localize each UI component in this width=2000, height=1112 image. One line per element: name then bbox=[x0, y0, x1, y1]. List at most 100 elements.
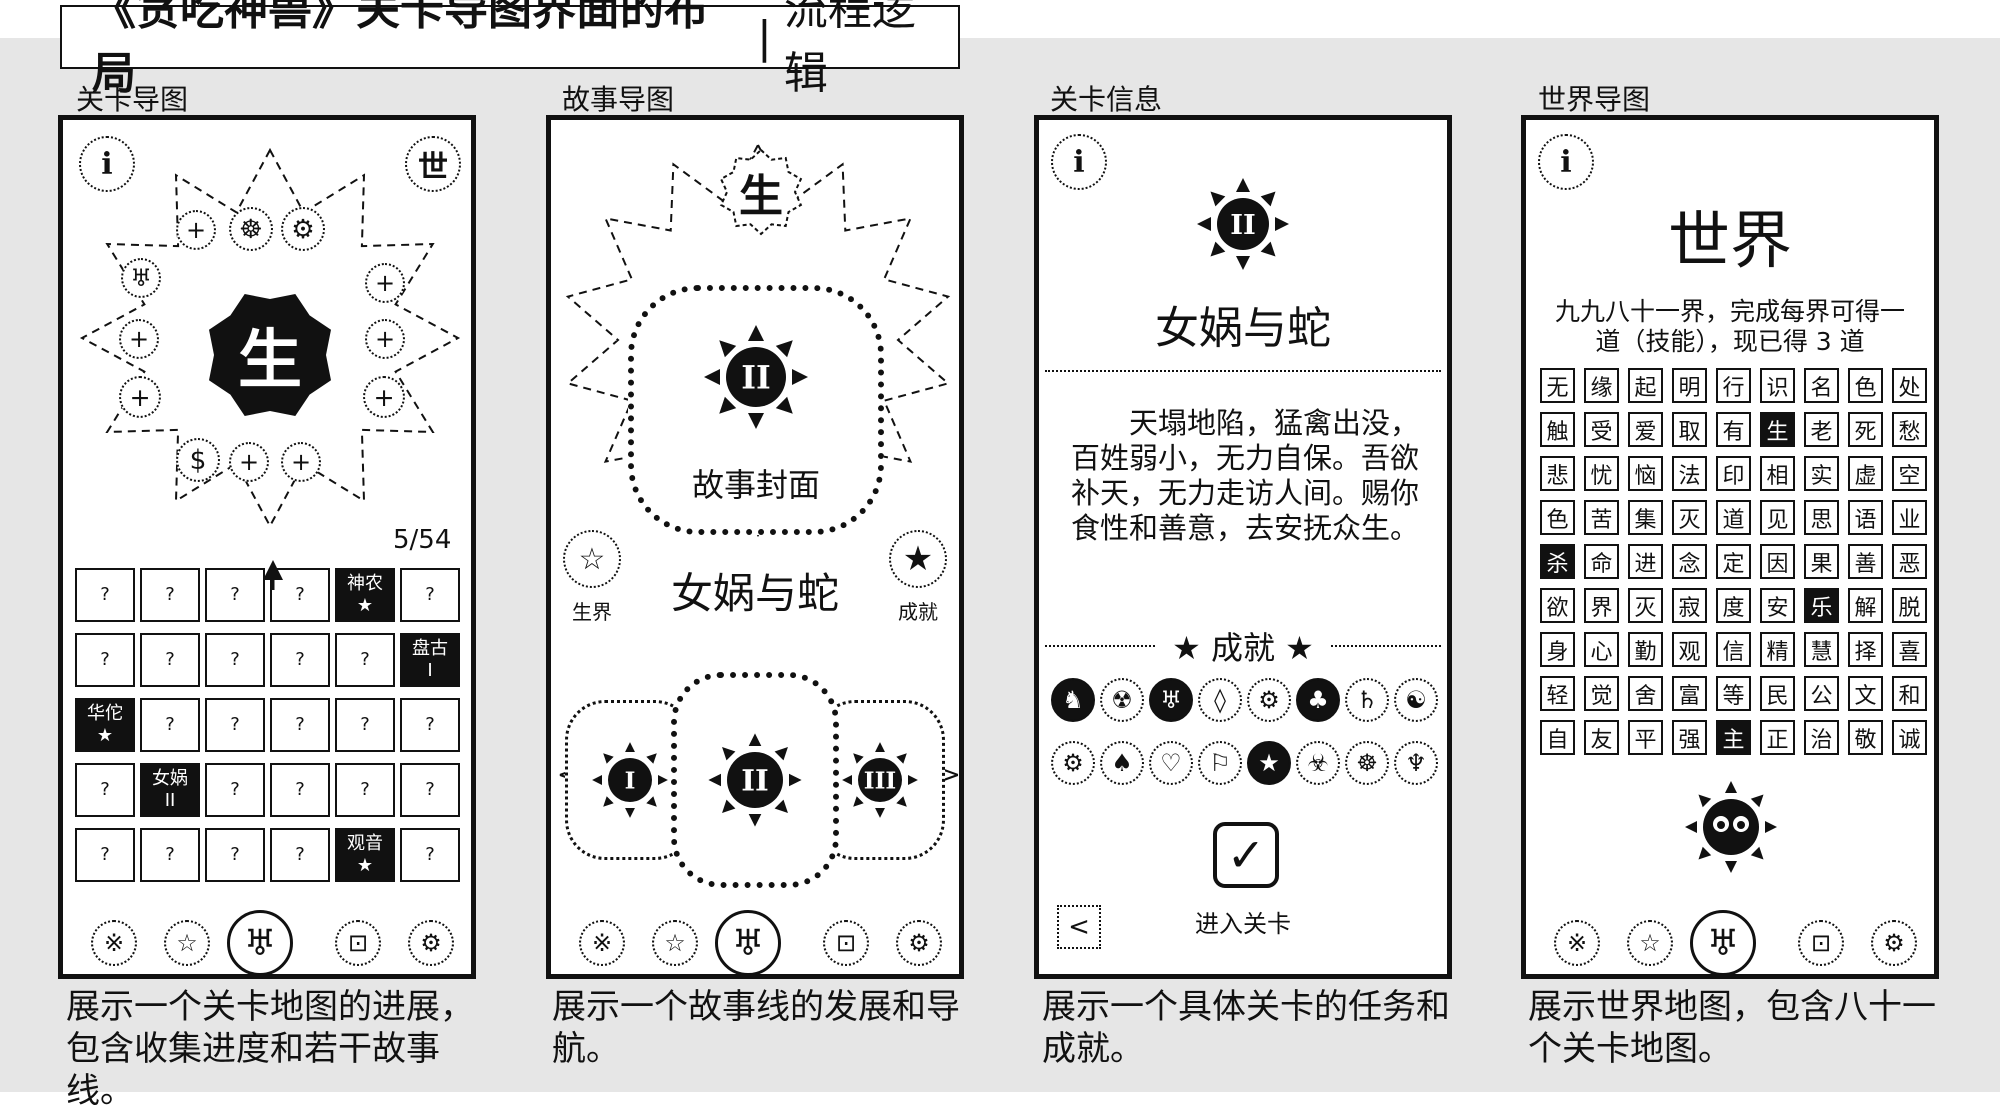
world-cell[interactable]: 安 bbox=[1760, 588, 1795, 623]
world-cell[interactable]: 色 bbox=[1540, 500, 1575, 535]
world-cell[interactable]: 相 bbox=[1760, 456, 1795, 491]
achievement-badge-icon[interactable]: ★ bbox=[1247, 741, 1291, 785]
world-cell[interactable]: 愁 bbox=[1892, 412, 1927, 447]
nav-star-outline-icon[interactable]: ☆ bbox=[164, 920, 210, 966]
world-cell[interactable]: 忧 bbox=[1584, 456, 1619, 491]
nav-crossed-icon[interactable]: ※ bbox=[91, 920, 137, 966]
top-emblem[interactable] bbox=[716, 147, 806, 237]
world-cell[interactable]: 敬 bbox=[1848, 720, 1883, 755]
achievement-badge-icon[interactable]: ☯ bbox=[1394, 678, 1438, 722]
level-cell-locked[interactable]: ? bbox=[140, 698, 200, 752]
level-cell-locked[interactable]: ? bbox=[75, 828, 135, 882]
level-cell-locked[interactable]: ? bbox=[400, 828, 460, 882]
level-cell-locked[interactable]: ? bbox=[205, 698, 265, 752]
achievement-badge-icon[interactable]: ⚙ bbox=[1247, 678, 1291, 722]
world-cell[interactable]: 色 bbox=[1848, 368, 1883, 403]
center-emblem[interactable] bbox=[200, 285, 340, 425]
world-cell[interactable]: 心 bbox=[1584, 632, 1619, 667]
world-cell[interactable]: 进 bbox=[1628, 544, 1663, 579]
orbit-node-icon[interactable]: + bbox=[119, 376, 161, 418]
world-cell[interactable]: 空 bbox=[1892, 456, 1927, 491]
level-cell-locked[interactable]: ? bbox=[270, 633, 330, 687]
orbit-node-icon[interactable]: + bbox=[281, 442, 321, 482]
world-cell[interactable]: 法 bbox=[1672, 456, 1707, 491]
world-cell[interactable]: 身 bbox=[1540, 632, 1575, 667]
world-cell[interactable]: 精 bbox=[1760, 632, 1795, 667]
world-cell[interactable]: 爱 bbox=[1628, 412, 1663, 447]
world-cell[interactable]: 观 bbox=[1672, 632, 1707, 667]
world-cell[interactable]: 喜 bbox=[1892, 632, 1927, 667]
world-cell[interactable]: 善 bbox=[1848, 544, 1883, 579]
world-cell[interactable]: 舍 bbox=[1628, 676, 1663, 711]
star-outline-icon[interactable]: ☆ bbox=[563, 530, 621, 588]
world-cell[interactable]: 觉 bbox=[1584, 676, 1619, 711]
world-cell-completed[interactable]: 乐 bbox=[1804, 588, 1839, 623]
level-cell-locked[interactable]: ? bbox=[205, 763, 265, 817]
level-cell-locked[interactable]: ? bbox=[205, 828, 265, 882]
level-cell-locked[interactable]: ? bbox=[400, 763, 460, 817]
world-cell[interactable]: 恶 bbox=[1892, 544, 1927, 579]
enter-level-label[interactable]: 进入关卡 bbox=[1195, 910, 1291, 938]
achievement-badge-icon[interactable]: ⚐ bbox=[1198, 741, 1242, 785]
world-cell[interactable]: 业 bbox=[1892, 500, 1927, 535]
achievement-badge-icon[interactable]: ♠ bbox=[1100, 741, 1144, 785]
world-cell[interactable]: 行 bbox=[1716, 368, 1751, 403]
orbit-node-icon[interactable]: + bbox=[365, 319, 405, 359]
world-cell[interactable]: 文 bbox=[1848, 676, 1883, 711]
world-cell[interactable]: 见 bbox=[1760, 500, 1795, 535]
nav-star-outline-icon[interactable]: ☆ bbox=[1627, 920, 1673, 966]
level-cell-locked[interactable]: ? bbox=[140, 568, 200, 622]
nav-uranus-icon[interactable]: ♅ bbox=[715, 910, 781, 974]
orbit-node-icon[interactable]: + bbox=[229, 442, 269, 482]
orbit-node-icon[interactable]: + bbox=[365, 263, 405, 303]
world-cell[interactable]: 识 bbox=[1760, 368, 1795, 403]
level-cell-locked[interactable]: ? bbox=[335, 763, 395, 817]
world-cell[interactable]: 恼 bbox=[1628, 456, 1663, 491]
achievement-badge-icon[interactable]: ♄ bbox=[1345, 678, 1389, 722]
world-cell[interactable]: 实 bbox=[1804, 456, 1839, 491]
nav-uranus-icon[interactable]: ♅ bbox=[227, 910, 293, 974]
world-cell[interactable]: 灭 bbox=[1672, 500, 1707, 535]
world-cell[interactable]: 富 bbox=[1672, 676, 1707, 711]
achievement-badge-icon[interactable]: ♅ bbox=[1149, 678, 1193, 722]
nav-box-icon[interactable]: ⊡ bbox=[823, 920, 869, 966]
level-cell-locked[interactable]: ? bbox=[140, 828, 200, 882]
nav-box-icon[interactable]: ⊡ bbox=[335, 920, 381, 966]
achievement-badge-icon[interactable]: ◊ bbox=[1198, 678, 1242, 722]
nav-gear-icon[interactable]: ⚙ bbox=[1871, 920, 1917, 966]
world-cell[interactable]: 老 bbox=[1804, 412, 1839, 447]
nav-gear-icon[interactable]: ⚙ bbox=[896, 920, 942, 966]
orbit-node-icon[interactable]: + bbox=[176, 210, 216, 250]
level-cell-locked[interactable]: ? bbox=[75, 633, 135, 687]
world-cell[interactable]: 等 bbox=[1716, 676, 1751, 711]
world-cell[interactable]: 无 bbox=[1540, 368, 1575, 403]
orbit-node-icon[interactable]: ☸ bbox=[229, 207, 273, 251]
achievement-badge-icon[interactable]: ⚙ bbox=[1051, 741, 1095, 785]
orbit-node-icon[interactable]: ♅ bbox=[121, 258, 161, 298]
world-cell[interactable]: 处 bbox=[1892, 368, 1927, 403]
level-cell-locked[interactable]: ? bbox=[270, 763, 330, 817]
achievement-badge-icon[interactable]: ♣ bbox=[1296, 678, 1340, 722]
world-cell[interactable]: 起 bbox=[1628, 368, 1663, 403]
level-cell-locked[interactable]: ? bbox=[400, 698, 460, 752]
info-button[interactable]: i bbox=[1538, 134, 1594, 190]
nav-crossed-icon[interactable]: ※ bbox=[579, 920, 625, 966]
level-cell-unlocked[interactable]: 神农 ★ bbox=[335, 568, 395, 622]
level-cell-locked[interactable]: ? bbox=[270, 698, 330, 752]
nav-uranus-icon[interactable]: ♅ bbox=[1690, 910, 1756, 974]
world-cell[interactable]: 思 bbox=[1804, 500, 1839, 535]
level-cell-locked[interactable]: ? bbox=[75, 568, 135, 622]
world-cell-completed[interactable]: 杀 bbox=[1540, 544, 1575, 579]
achievement-badge-icon[interactable]: ♞ bbox=[1051, 678, 1095, 722]
world-cell[interactable]: 解 bbox=[1848, 588, 1883, 623]
world-cell[interactable]: 强 bbox=[1672, 720, 1707, 755]
level-cell-locked[interactable]: ? bbox=[270, 828, 330, 882]
level-cell-unlocked[interactable]: 盘古 I bbox=[400, 633, 460, 687]
enter-level-check-button[interactable]: ✓ bbox=[1213, 822, 1279, 888]
world-cell[interactable]: 正 bbox=[1760, 720, 1795, 755]
world-cell[interactable]: 和 bbox=[1892, 676, 1927, 711]
world-cell[interactable]: 因 bbox=[1760, 544, 1795, 579]
world-cell[interactable]: 友 bbox=[1584, 720, 1619, 755]
world-cell[interactable]: 勤 bbox=[1628, 632, 1663, 667]
world-cell[interactable]: 命 bbox=[1584, 544, 1619, 579]
